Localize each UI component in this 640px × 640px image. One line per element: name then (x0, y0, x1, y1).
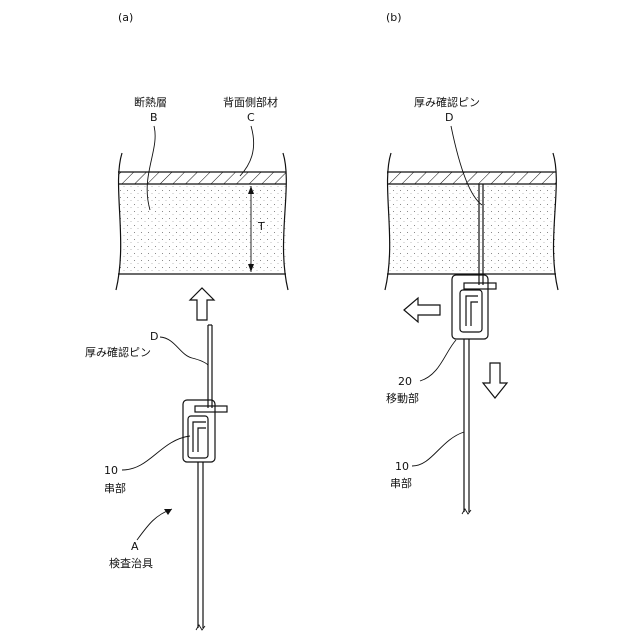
body-code-b: 10 (395, 460, 409, 473)
panel-a-tag: (a) (118, 11, 133, 24)
pin-label-b: 厚み確認ピン (414, 95, 480, 109)
clip-tab-a (195, 406, 227, 412)
down-arrow-icon (483, 363, 507, 398)
back-member-code: C (247, 111, 255, 124)
panel-b-wall (385, 153, 558, 290)
tool-label: 検査治具 (109, 556, 153, 570)
pin-leader-a (160, 337, 208, 365)
body-leader-a (122, 436, 190, 470)
thickness-code: T (257, 220, 265, 233)
pin-label-a: 厚み確認ピン (85, 345, 151, 359)
thickness-pin-a (208, 325, 212, 408)
skewer-body-b (462, 339, 471, 514)
tool-leader (137, 509, 172, 540)
mover-label: 移動部 (386, 391, 419, 405)
mover-b (452, 275, 496, 339)
body-leader-b (412, 432, 464, 466)
pin-code-a: D (150, 330, 158, 343)
back-member-layer (118, 172, 286, 184)
skewer-body-a (183, 400, 227, 630)
tool-code: A (131, 540, 139, 553)
insulation-code: B (150, 111, 158, 124)
left-arrow-icon (404, 298, 440, 322)
back-member-leader (240, 126, 254, 176)
mover-tab (464, 283, 496, 289)
body-label-a: 串部 (104, 481, 126, 495)
mover-leader (420, 340, 456, 381)
pin-code-b: D (445, 111, 453, 124)
up-arrow-icon (190, 288, 214, 320)
insulation-label: 断熱層 (134, 95, 167, 109)
body-label-b: 串部 (390, 476, 412, 490)
back-member-label: 背面側部材 (223, 95, 278, 109)
panel-b-tag: (b) (386, 11, 402, 24)
mover-code: 20 (398, 375, 412, 388)
body-code-a: 10 (104, 464, 118, 477)
